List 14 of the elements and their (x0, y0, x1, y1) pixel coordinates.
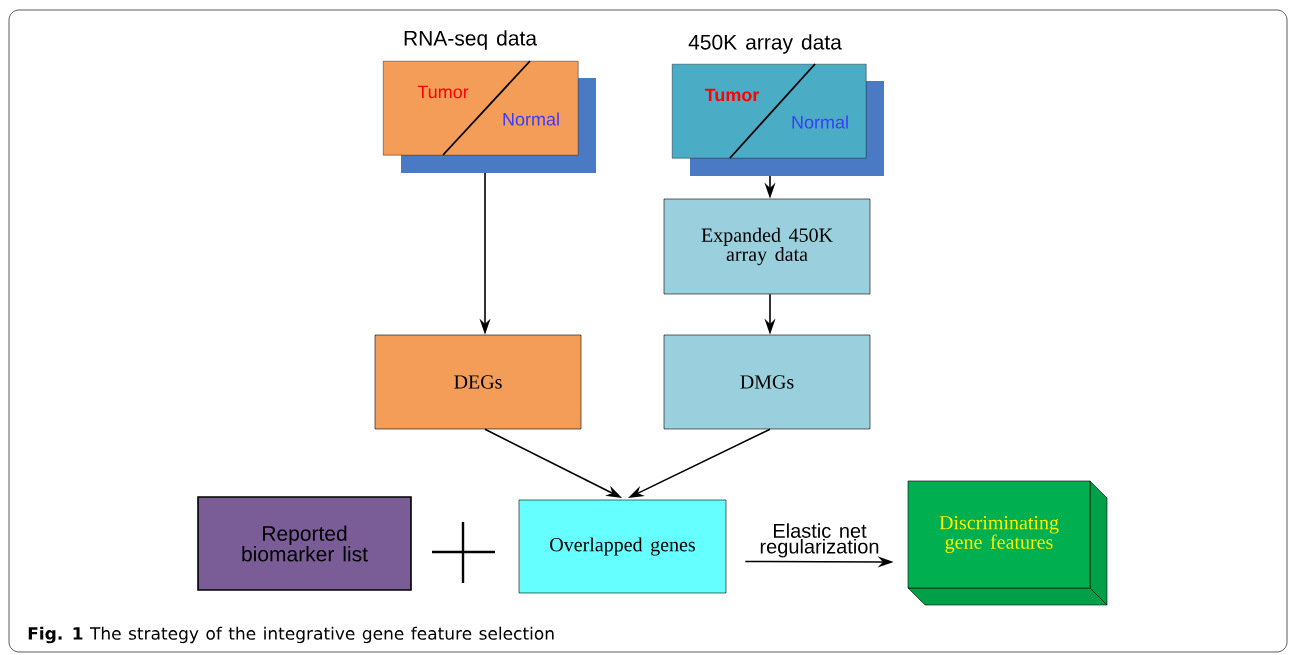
edge-label: Elastic net regularization (760, 523, 879, 558)
list-box: Reported biomarker list (197, 496, 412, 591)
tumor-label: Tumor (704, 88, 760, 102)
process-box: Overlapped genes (518, 499, 727, 594)
process-box: DMGs (663, 334, 871, 430)
normal-label: Normal (503, 112, 559, 126)
normal-label: Normal (792, 115, 848, 129)
heading: 450K array data (688, 34, 842, 54)
process-box: Expanded 450K array data (663, 198, 871, 295)
cuboid-box: Discriminating gene features (907, 480, 1108, 606)
figure-caption: Fig. 1 The strategy of the integrative gene feature selection (28, 626, 554, 644)
tumor-label: Tumor (417, 85, 469, 99)
heading: RNA-seq data (404, 30, 537, 50)
process-box: DEGs (374, 334, 582, 430)
